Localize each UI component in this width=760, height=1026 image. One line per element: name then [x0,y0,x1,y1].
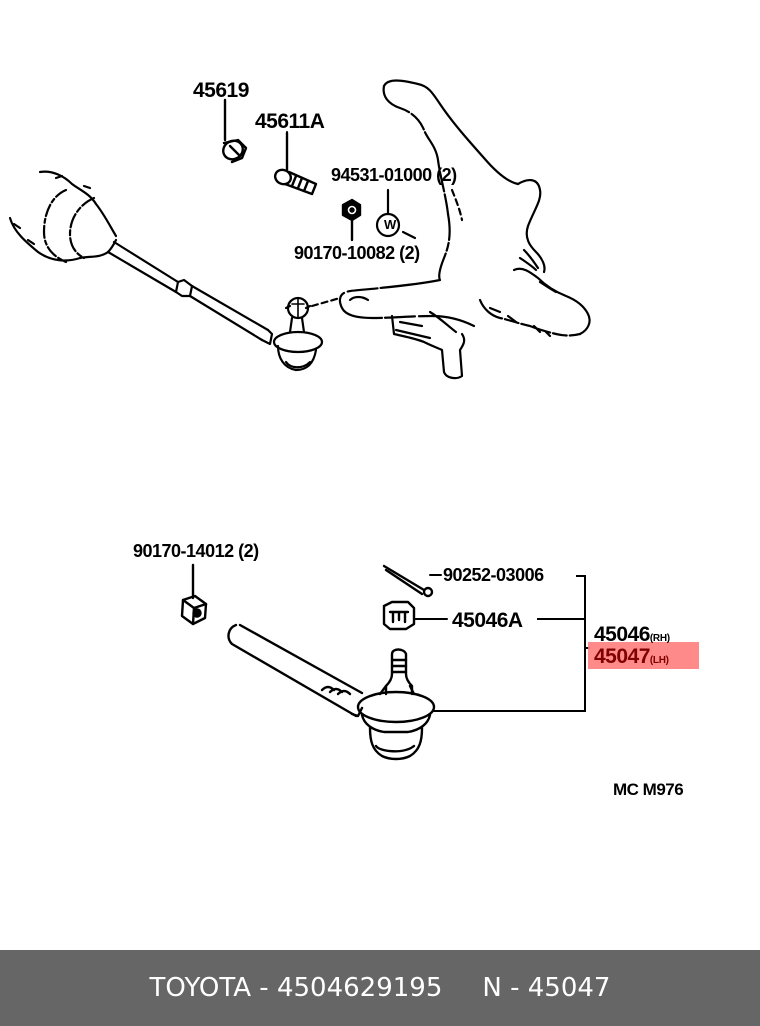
tie-rod-end-drawing [227,623,586,761]
diagram-artwork [8,79,591,761]
footer-part-number: 4504629195 [276,973,443,1003]
steering-knuckle-drawing [338,79,591,380]
side-suffix-lh: (LH) [649,655,669,666]
castle-nut-45046A-icon [382,600,448,631]
callout-45047-lh-highlighted[interactable]: 45047(LH) [594,646,669,667]
callout-45619[interactable]: 45619 [193,79,249,102]
footer-separator: - [251,973,277,1003]
bolt-45611A-icon [273,131,318,196]
washer-symbol-label: W [384,217,396,232]
drawing-code: MC M976 [613,780,684,799]
footer-bar: TOYOTA - 4504629195 N - 45047 [0,950,760,1026]
cotter-pin-90252-03006-icon [382,564,442,598]
parts-diagram: 45619 45611A 94531-01000 (2) 90170-10082… [8,79,699,799]
part-number-45047: 45047 [594,645,650,668]
part-number-45046: 45046 [594,623,650,646]
assembly-bracket [537,575,590,712]
footer-n-label: N - 45047 [482,973,611,1003]
lower-nut-90170-14012-icon [180,563,208,626]
callout-45046-rh[interactable]: 45046(RH) [594,624,670,645]
callout-90170-10082[interactable]: 90170-10082 (2) [294,243,420,263]
nut-90170-10082-icon [341,198,362,242]
washer-94531-icon [375,188,417,240]
callout-94531-01000[interactable]: 94531-01000 (2) [331,165,457,185]
callout-45611A[interactable]: 45611A [255,110,325,133]
callout-90170-14012[interactable]: 90170-14012 (2) [133,541,259,561]
footer-brand: TOYOTA [149,973,252,1003]
highlight-box [588,642,699,669]
side-suffix-rh: (RH) [649,633,670,644]
bushing-45619-icon [222,98,248,164]
tie-rod-assembly-drawing [8,170,342,372]
callout-90252-03006[interactable]: 90252-03006 [443,565,544,585]
callout-45046A[interactable]: 45046A [452,609,523,632]
